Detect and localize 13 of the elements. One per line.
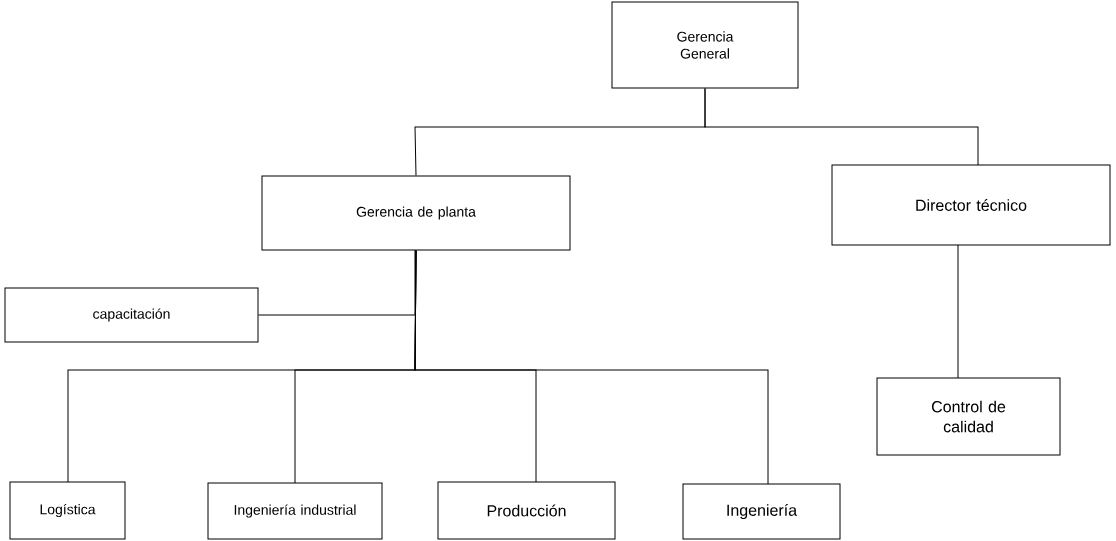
org-box: Gerencia de planta	[261, 175, 571, 251]
org-box: capacitación	[4, 287, 259, 343]
org-box: Logística	[9, 481, 126, 540]
org-box: Ingeniería	[682, 483, 841, 540]
org-box: Gerencia General	[611, 1, 799, 89]
connector-line	[258, 249, 416, 316]
connector-line	[414, 250, 769, 485]
connector-line	[704, 88, 979, 166]
connector-line	[957, 244, 959, 379]
org-box: Director técnico	[831, 164, 1111, 246]
org-box: Ingeniería industrial	[207, 482, 383, 540]
org-box: Control de calidad	[876, 377, 1061, 456]
org-box: Producción	[437, 481, 616, 540]
